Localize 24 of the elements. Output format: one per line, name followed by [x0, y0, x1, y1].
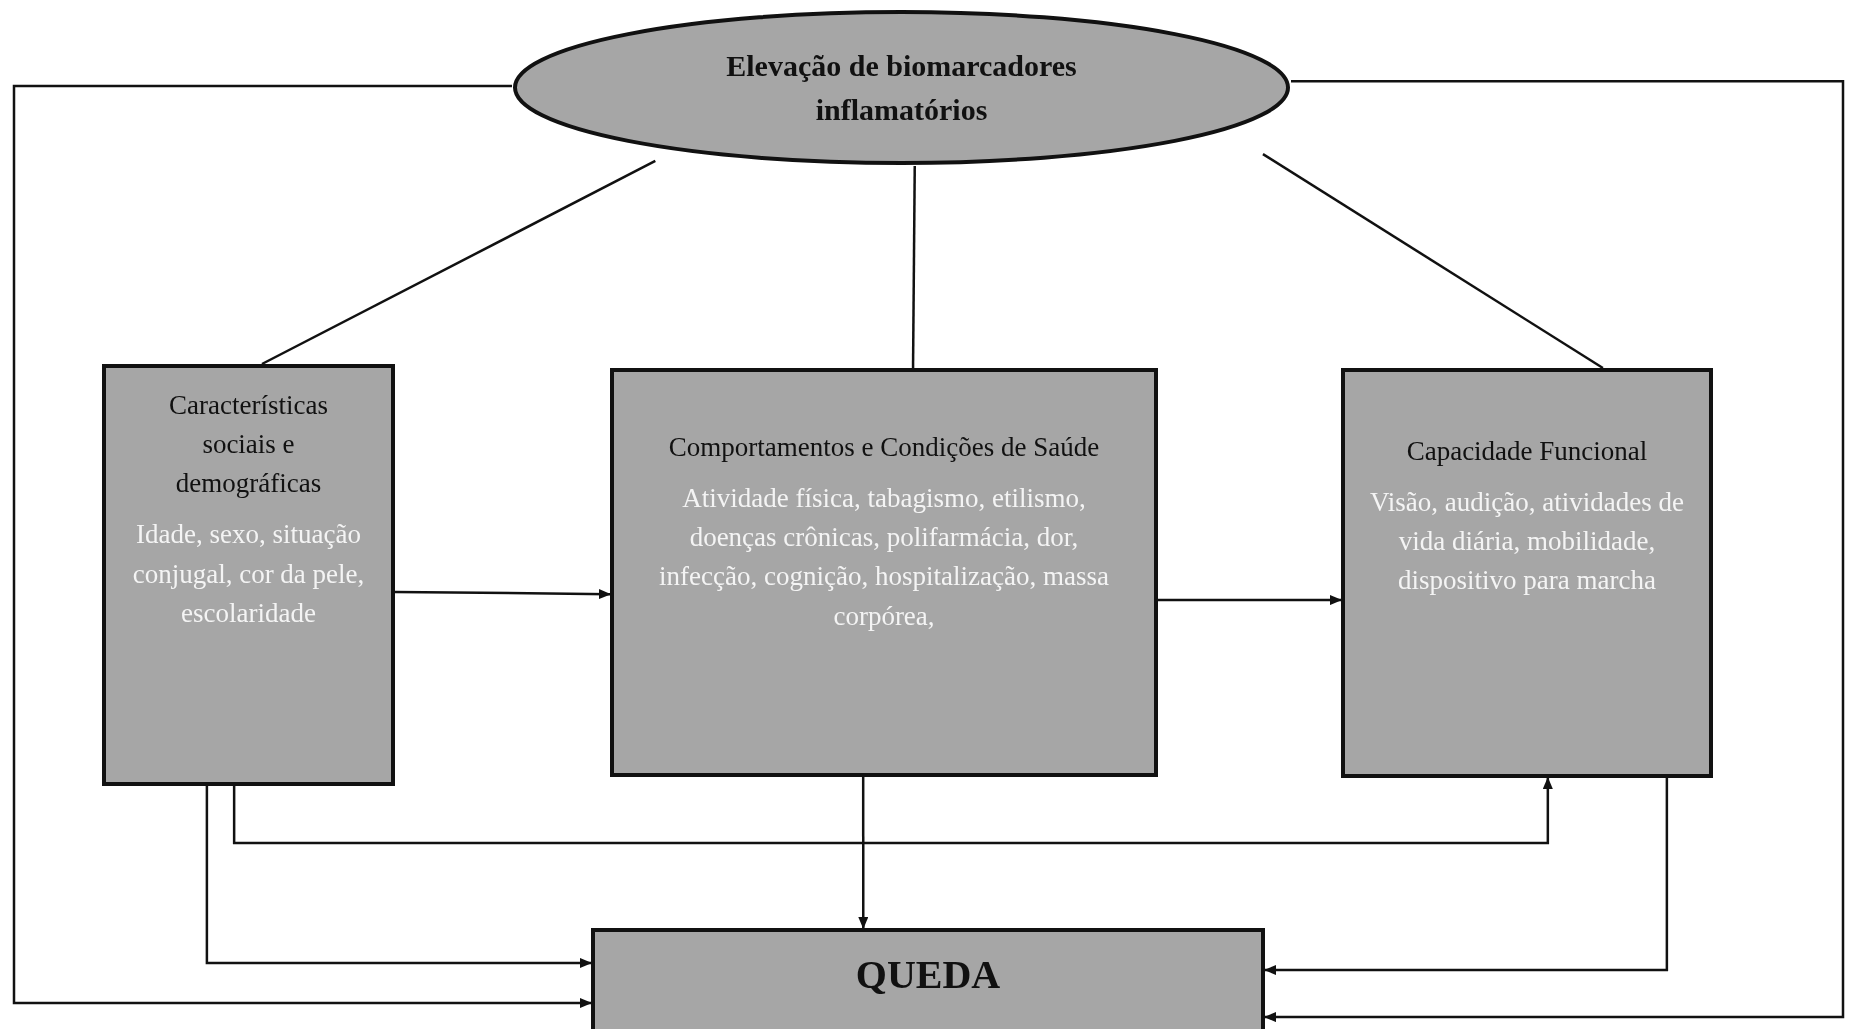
- node-heading: Comportamentos e Condições de Saúde: [668, 431, 1100, 464]
- arrow: [1158, 595, 1342, 606]
- process-box: [102, 364, 395, 786]
- process-box: [1341, 368, 1713, 778]
- connector-line: [1262, 153, 1604, 370]
- ellipse-node: [512, 9, 1291, 166]
- arrow: [395, 589, 611, 600]
- arrow: [205, 786, 592, 968]
- node-heading: Elevação de biomarcadores inflamatórios: [725, 48, 1078, 128]
- node-body-text: Visão, audição, atividades de vida diária, mobilidade, dispositivo para marcha: [1369, 486, 1685, 598]
- node-body-text: Atividade física, tabagismo, etilismo, doenças crônicas, polifarmácia, dor, infecção, cognição, hospitalização, massa corpórea,: [658, 482, 1110, 633]
- outcome-box: [591, 928, 1265, 1029]
- connector-line: [261, 159, 656, 366]
- process-box: [610, 368, 1158, 777]
- connector-line: [911, 166, 916, 368]
- node-heading: Características sociais e demográficas: [168, 389, 329, 501]
- arrow: [12, 84, 592, 1008]
- node-heading: Capacidade Funcional: [1406, 435, 1648, 468]
- arrow: [232, 777, 1553, 845]
- arrow: [1264, 778, 1669, 975]
- arrow: [1264, 79, 1845, 1023]
- node-body-text: Idade, sexo, situação conjugal, cor da pele, escolaridade: [131, 518, 366, 630]
- arrow: [858, 777, 869, 929]
- node-heading: QUEDA: [855, 951, 1001, 999]
